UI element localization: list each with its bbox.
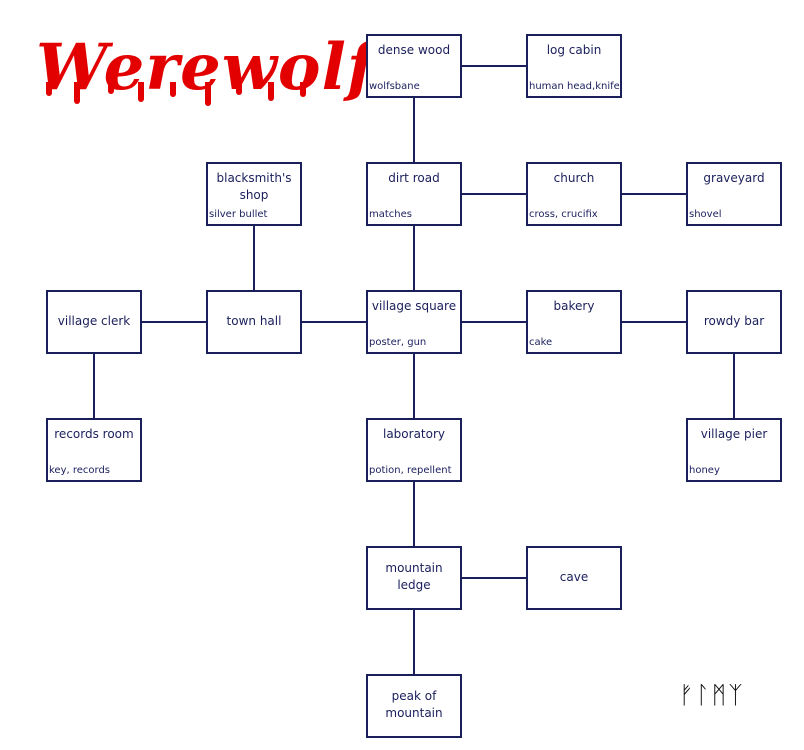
room-items: human head,knife bbox=[529, 81, 619, 92]
rune-signature: ᚠᛚᛗᛉ bbox=[679, 681, 745, 709]
room-village-square: village square poster, gun bbox=[366, 290, 462, 354]
room-name: bakery bbox=[553, 299, 595, 313]
title-drip bbox=[74, 82, 80, 104]
room-town-hall: town hall bbox=[206, 290, 302, 354]
room-items: silver bullet bbox=[209, 209, 268, 220]
room-log-cabin: log cabin human head,knife bbox=[526, 34, 622, 98]
room-items: cross, crucifix bbox=[529, 209, 598, 220]
room-items: wolfsbane bbox=[369, 81, 420, 92]
title-drip bbox=[205, 82, 211, 106]
room-name: records room bbox=[54, 427, 134, 441]
room-name: village clerk bbox=[57, 314, 131, 328]
room-graveyard: graveyard shovel bbox=[686, 162, 782, 226]
room-items: poster, gun bbox=[369, 337, 427, 348]
room-name: blacksmith's shop bbox=[216, 171, 292, 202]
room-village-pier: village pier honey bbox=[686, 418, 782, 482]
room-name: cave bbox=[559, 570, 589, 584]
room-laboratory: laboratory potion, repellent bbox=[366, 418, 462, 482]
room-name: peak of mountain bbox=[385, 689, 443, 720]
room-items: potion, repellent bbox=[369, 465, 452, 476]
title-drip bbox=[236, 82, 242, 95]
room-village-clerk: village clerk bbox=[46, 290, 142, 354]
room-items: matches bbox=[369, 209, 412, 220]
room-bakery: bakery cake bbox=[526, 290, 622, 354]
title-drip bbox=[46, 82, 52, 96]
title-drip bbox=[170, 82, 176, 97]
room-church: church cross, crucifix bbox=[526, 162, 622, 226]
room-blacksmiths-shop: blacksmith's shop silver bullet bbox=[206, 162, 302, 226]
room-name: laboratory bbox=[382, 427, 445, 441]
room-name: village pier bbox=[700, 427, 768, 441]
room-name: town hall bbox=[226, 314, 282, 328]
room-mountain-ledge: mountain ledge bbox=[366, 546, 462, 610]
room-peak-of-mountain: peak of mountain bbox=[366, 674, 462, 738]
title-drip bbox=[108, 82, 114, 94]
title-drip bbox=[300, 82, 306, 97]
room-dirt-road: dirt road matches bbox=[366, 162, 462, 226]
room-name: mountain ledge bbox=[385, 561, 443, 592]
room-name: church bbox=[553, 171, 595, 185]
title-drip bbox=[138, 82, 144, 102]
room-name: log cabin bbox=[546, 43, 602, 57]
room-cave: cave bbox=[526, 546, 622, 610]
room-items: honey bbox=[689, 465, 720, 476]
room-name: dense wood bbox=[377, 43, 451, 57]
room-items: cake bbox=[529, 337, 553, 348]
room-records-room: records room key, records bbox=[46, 418, 142, 482]
title-drip bbox=[268, 82, 274, 101]
room-name: rowdy bar bbox=[703, 314, 765, 328]
room-items: key, records bbox=[49, 465, 111, 476]
room-dense-wood: dense wood wolfsbane bbox=[366, 34, 462, 98]
room-name: graveyard bbox=[703, 171, 765, 185]
room-name: dirt road bbox=[388, 171, 440, 185]
room-rowdy-bar: rowdy bar bbox=[686, 290, 782, 354]
room-items: shovel bbox=[689, 209, 722, 220]
room-name: village square bbox=[371, 299, 457, 313]
